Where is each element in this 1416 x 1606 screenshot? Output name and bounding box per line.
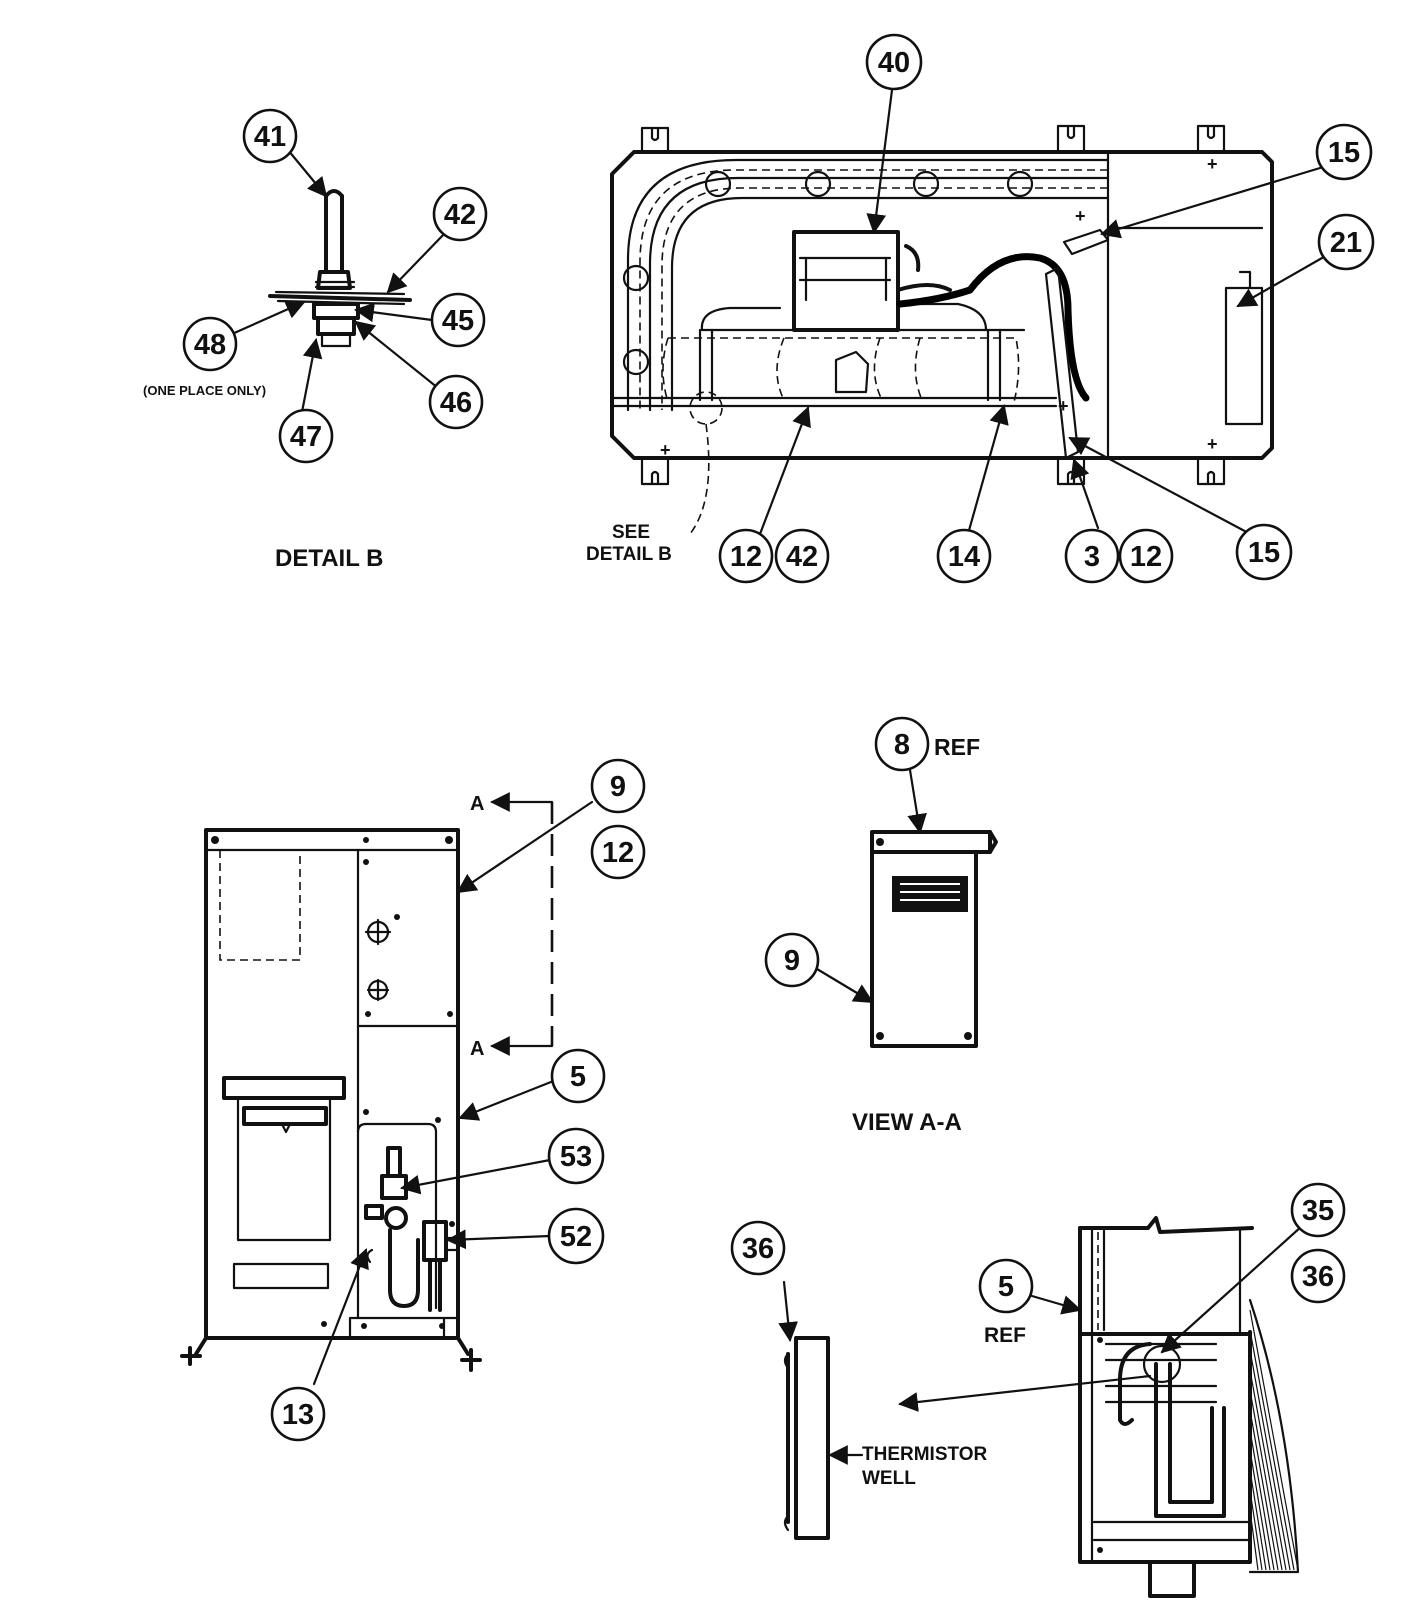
svg-text:3: 3 (1084, 541, 1100, 573)
thermistor-label-2: WELL (862, 1468, 916, 1489)
callout-12-a: 12 (718, 528, 774, 584)
svg-text:48: 48 (194, 329, 226, 361)
callout-52: 52 (547, 1207, 605, 1265)
section-ref: REF (984, 1324, 1026, 1347)
unit-front-leaders (312, 800, 594, 1386)
callout-41: 41 (242, 108, 298, 164)
svg-text:8: 8 (894, 729, 910, 761)
thermistor-label-1: THERMISTOR (862, 1444, 988, 1465)
svg-text:12: 12 (602, 837, 634, 869)
callout-40: 40 (865, 33, 923, 91)
svg-text:35: 35 (1302, 1195, 1334, 1227)
section-view: REF (898, 1216, 1304, 1598)
unit-front-view: A A (180, 792, 554, 1372)
callout-15-bottom: 15 (1235, 523, 1293, 581)
svg-text:52: 52 (560, 1221, 592, 1253)
callout-14: 14 (936, 528, 992, 584)
callout-3: 3 (1064, 528, 1120, 584)
detail-b-title: DETAIL B (275, 545, 383, 572)
svg-text:42: 42 (786, 541, 818, 573)
top-view-assembly: + + + + + SEE DETAIL B (586, 124, 1274, 565)
svg-text:+: + (1207, 154, 1218, 174)
callout-12-b: 12 (1118, 528, 1174, 584)
callout-53: 53 (547, 1127, 605, 1185)
svg-text:5: 5 (998, 1271, 1014, 1303)
callout-47: 47 (278, 408, 334, 464)
svg-text:14: 14 (948, 541, 980, 573)
svg-text:+: + (660, 440, 671, 460)
svg-text:40: 40 (878, 47, 910, 79)
svg-text:+: + (1075, 206, 1086, 226)
svg-text:53: 53 (560, 1141, 592, 1173)
detail-b-view: (ONE PLACE ONLY) DETAIL B (143, 189, 412, 572)
svg-text:21: 21 (1330, 227, 1362, 259)
detail-b-leaders (230, 148, 448, 414)
see-detail-text-2: DETAIL B (586, 544, 672, 565)
top-view-leaders (758, 88, 1324, 538)
svg-text:+: + (1207, 434, 1218, 454)
view-aa: REF VIEW A-A (810, 734, 998, 1136)
svg-text:36: 36 (742, 1233, 774, 1265)
svg-text:45: 45 (442, 305, 474, 337)
thermistor-well-view: THERMISTOR WELL (778, 1280, 988, 1540)
callout-48: 48 (182, 316, 238, 372)
see-detail-text-1: SEE (612, 522, 650, 543)
svg-text:12: 12 (730, 541, 762, 573)
view-aa-title: VIEW A-A (852, 1109, 962, 1136)
svg-text:41: 41 (254, 121, 286, 153)
callout-9-b: 9 (764, 932, 820, 988)
callout-12-c: 12 (590, 824, 646, 880)
svg-text:15: 15 (1328, 137, 1360, 169)
callout-46: 46 (428, 374, 484, 430)
callout-36-a: 36 (730, 1220, 786, 1276)
callout-45: 45 (430, 292, 486, 348)
svg-text:+: + (1058, 396, 1069, 416)
section-mark-bottom: A (470, 1038, 484, 1060)
callout-15-top: 15 (1315, 123, 1373, 181)
svg-text:15: 15 (1248, 537, 1280, 569)
callout-35: 35 (1290, 1182, 1346, 1238)
detail-b-note: (ONE PLACE ONLY) (143, 383, 266, 398)
callout-5-a: 5 (550, 1048, 606, 1104)
svg-text:36: 36 (1302, 1261, 1334, 1293)
svg-text:12: 12 (1130, 541, 1162, 573)
svg-text:47: 47 (290, 421, 322, 453)
coil-fins (1248, 1298, 1300, 1574)
svg-text:13: 13 (282, 1399, 314, 1431)
callout-42: 42 (432, 186, 488, 242)
callout-21: 21 (1317, 213, 1375, 271)
svg-text:9: 9 (610, 771, 626, 803)
view-aa-ref: REF (934, 734, 980, 760)
svg-text:9: 9 (784, 945, 800, 977)
svg-text:42: 42 (444, 199, 476, 231)
svg-text:5: 5 (570, 1061, 586, 1093)
callout-42-b: 42 (774, 528, 830, 584)
svg-text:46: 46 (440, 387, 472, 419)
callout-8: 8 (874, 716, 930, 772)
callout-9-a: 9 (590, 758, 646, 814)
section-mark-top: A (470, 793, 484, 815)
callout-5-b: 5 (978, 1258, 1034, 1314)
callout-13: 13 (270, 1386, 326, 1442)
callout-36-b: 36 (1290, 1248, 1346, 1304)
